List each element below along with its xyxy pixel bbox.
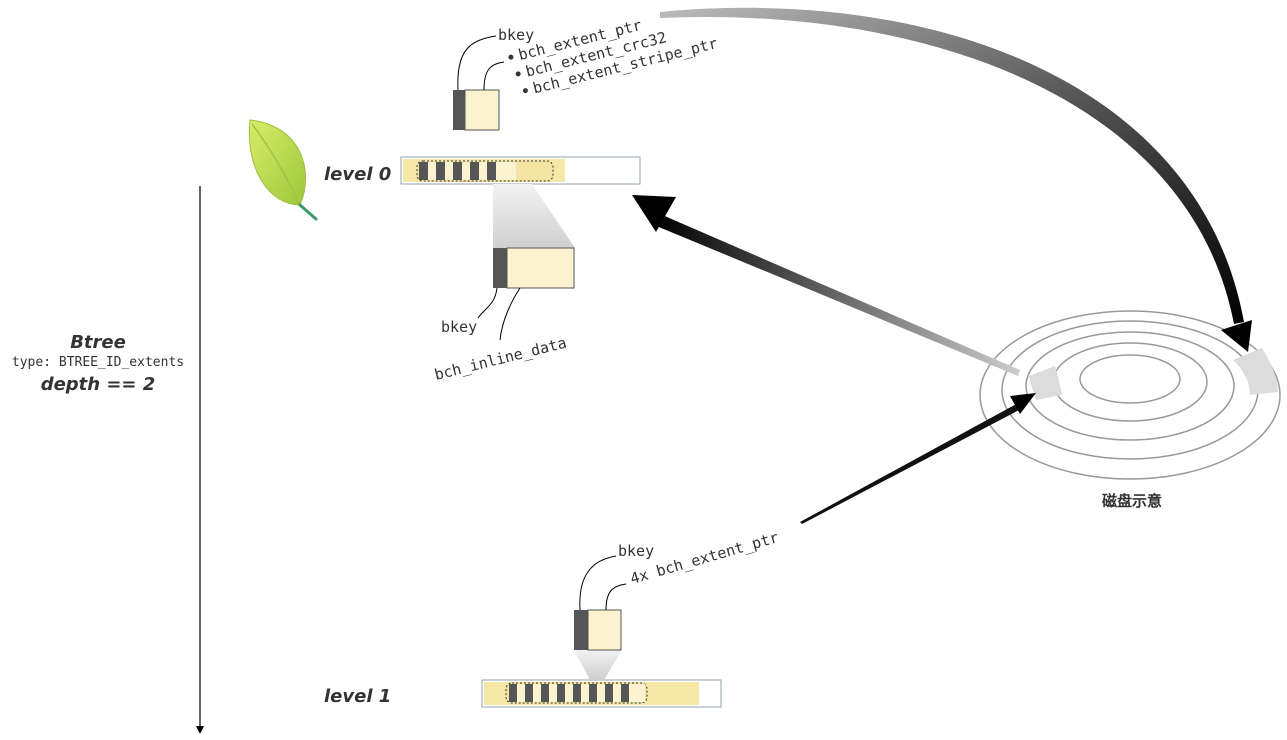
disk-to-level0-arrow	[654, 214, 1020, 376]
btree-type: type: BTREE_ID_extents	[12, 355, 184, 370]
bottom-key-bkey-label: bkey	[441, 318, 477, 336]
leaf-icon	[248, 119, 318, 221]
level-1-node	[481, 679, 722, 708]
disk-to-level0-arrowhead	[632, 195, 676, 232]
level-0-label: level 0	[324, 164, 391, 185]
level-0-top-key	[453, 35, 505, 131]
btree-title: Btree	[70, 332, 126, 353]
bottom-key-data-label: bch_inline_data	[433, 334, 569, 384]
btree-depth: depth == 2	[41, 374, 156, 395]
level-1-zoom-funnel	[574, 650, 622, 680]
level-1-key-slots	[509, 684, 645, 702]
level1-to-disk-arrowhead	[1010, 393, 1036, 414]
level-0-zoom-funnel	[493, 184, 575, 248]
level-0-key-slots	[419, 162, 516, 180]
level-1-key	[574, 555, 627, 651]
extent-ptr-arc-arrow	[660, 7, 1244, 325]
disk-label: 磁盘示意	[1102, 492, 1162, 510]
extent-ptr-arc-arrowhead	[1221, 320, 1252, 352]
disk-illustration	[979, 310, 1281, 480]
level-1-label: level 1	[324, 686, 391, 707]
level1-to-disk-arrow	[800, 402, 1023, 524]
top-key-bkey-label: bkey	[498, 26, 534, 44]
level-0-bottom-key	[477, 247, 575, 341]
level-0-node	[400, 156, 641, 185]
level-1-bkey-label: bkey	[618, 542, 654, 560]
depth-axis	[196, 186, 204, 734]
